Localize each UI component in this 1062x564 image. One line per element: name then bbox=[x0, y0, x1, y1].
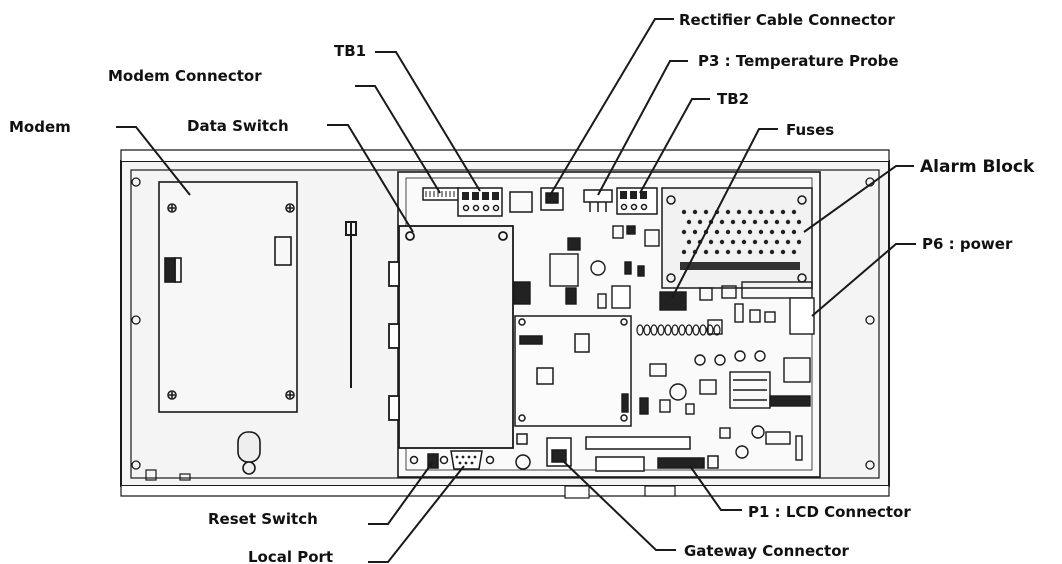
label-reset-switch: Reset Switch bbox=[208, 510, 318, 528]
modem-board bbox=[159, 182, 297, 412]
daughter-card bbox=[515, 316, 631, 426]
alarm-contact bbox=[775, 240, 779, 244]
alarm-contact bbox=[792, 230, 796, 234]
alarm-contact bbox=[715, 230, 719, 234]
alarm-contact bbox=[742, 220, 746, 224]
alarm-contact bbox=[781, 210, 785, 214]
alarm-contact bbox=[682, 230, 686, 234]
alarm-contact bbox=[704, 250, 708, 254]
alarm-contact bbox=[759, 250, 763, 254]
label-data-switch: Data Switch bbox=[187, 117, 289, 135]
alarm-contact bbox=[786, 220, 790, 224]
label-p6-power: P6 : power bbox=[922, 235, 1013, 253]
alarm-contact bbox=[775, 220, 779, 224]
alarm-contact bbox=[704, 210, 708, 214]
alarm-contact bbox=[742, 240, 746, 244]
alarm-contact bbox=[748, 250, 752, 254]
alarm-contact bbox=[720, 240, 724, 244]
alarm-contact bbox=[720, 220, 724, 224]
label-fuses: Fuses bbox=[786, 121, 834, 139]
alarm-contact bbox=[764, 220, 768, 224]
alarm-contact bbox=[764, 240, 768, 244]
data-switch-box bbox=[389, 226, 513, 448]
alarm-contact bbox=[709, 240, 713, 244]
alarm-contact bbox=[687, 220, 691, 224]
label-p1-lcd-connector: P1 : LCD Connector bbox=[748, 503, 911, 521]
alarm-contact bbox=[753, 240, 757, 244]
alarm-contact bbox=[753, 220, 757, 224]
alarm-contact bbox=[770, 250, 774, 254]
label-p3-temperature-probe: P3 : Temperature Probe bbox=[698, 52, 899, 70]
label-tb2: TB2 bbox=[717, 90, 749, 108]
alarm-contact bbox=[786, 240, 790, 244]
alarm-contact bbox=[737, 250, 741, 254]
alarm-contact bbox=[781, 250, 785, 254]
alarm-contact bbox=[759, 210, 763, 214]
alarm-contact bbox=[726, 210, 730, 214]
alarm-contact bbox=[726, 250, 730, 254]
alarm-contact bbox=[770, 210, 774, 214]
alarm-contact bbox=[698, 220, 702, 224]
label-modem: Modem bbox=[9, 118, 71, 136]
label-alarm-block: Alarm Block bbox=[920, 157, 1035, 177]
alarm-contact bbox=[715, 250, 719, 254]
alarm-contact bbox=[687, 240, 691, 244]
label-modem-connector: Modem Connector bbox=[108, 67, 262, 85]
alarm-contact bbox=[781, 230, 785, 234]
label-local-port: Local Port bbox=[248, 548, 333, 564]
alarm-contact bbox=[682, 210, 686, 214]
alarm-contact bbox=[737, 210, 741, 214]
alarm-contact bbox=[737, 230, 741, 234]
alarm-contact bbox=[726, 230, 730, 234]
alarm-contact bbox=[682, 250, 686, 254]
alarm-contact bbox=[693, 210, 697, 214]
alarm-contact bbox=[792, 210, 796, 214]
alarm-contact bbox=[748, 230, 752, 234]
alarm-contact bbox=[792, 250, 796, 254]
alarm-contact bbox=[693, 230, 697, 234]
alarm-contact bbox=[797, 240, 801, 244]
alarm-contact bbox=[759, 230, 763, 234]
alarm-contact bbox=[770, 230, 774, 234]
label-tb1: TB1 bbox=[334, 42, 366, 60]
label-rectifier-cable-connector: Rectifier Cable Connector bbox=[679, 11, 895, 29]
alarm-contact bbox=[731, 220, 735, 224]
alarm-contact bbox=[797, 220, 801, 224]
label-gateway-connector: Gateway Connector bbox=[684, 542, 850, 560]
alarm-contact bbox=[731, 240, 735, 244]
alarm-contact bbox=[748, 210, 752, 214]
